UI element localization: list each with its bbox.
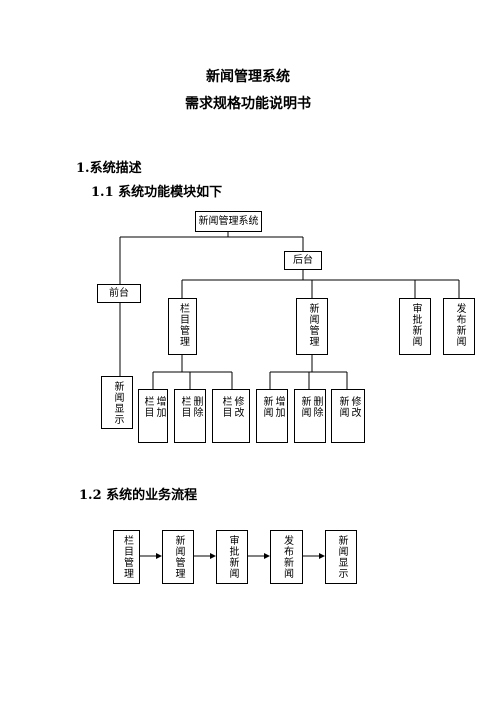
tree-del-column-line1: 删除 — [191, 396, 202, 418]
tree-add-column-line2: 栏目 — [142, 396, 153, 418]
tree-mod-column-box: 修改 栏目 — [212, 389, 250, 443]
tree-add-column-line1: 增加 — [154, 396, 165, 418]
flow-step-publish-news: 发布新闻 — [270, 530, 303, 584]
tree-mod-column-line2: 栏目 — [220, 396, 231, 418]
section-heading-1-1: 1.1 系统功能模块如下 — [91, 185, 223, 200]
tree-add-column-box: 增加 栏目 — [138, 389, 168, 443]
tree-review-news-box: 审批新闻 — [399, 298, 431, 355]
tree-del-column-box: 删除 栏目 — [174, 389, 206, 443]
doc-title: 新闻管理系统 — [206, 69, 290, 85]
tree-del-news-line1: 删除 — [311, 396, 322, 418]
flow-step-column-mgmt: 栏目管理 — [113, 530, 140, 584]
tree-del-column-line2: 栏目 — [179, 396, 190, 418]
tree-add-news-line1: 增加 — [273, 396, 284, 418]
flow-step-news-mgmt: 新闻管理 — [162, 530, 194, 584]
tree-mod-column-line1: 修改 — [232, 396, 243, 418]
tree-mod-news-box: 修改 新闻 — [331, 389, 365, 443]
section-heading-1: 1.系统描述 — [76, 161, 142, 176]
tree-del-news-box: 删除 新闻 — [294, 389, 326, 443]
tree-backend-box: 后台 — [284, 251, 322, 270]
tree-frontend-box: 前台 — [97, 284, 141, 303]
tree-add-news-line2: 新闻 — [261, 396, 272, 418]
tree-mod-news-line2: 新闻 — [337, 396, 348, 418]
flow-step-news-display: 新闻显示 — [325, 530, 357, 584]
tree-mod-news-line1: 修改 — [349, 396, 360, 418]
tree-root-box: 新闻管理系统 — [195, 211, 262, 232]
tree-add-news-box: 增加 新闻 — [256, 389, 288, 443]
tree-news-display-box: 新闻显示 — [101, 376, 133, 429]
tree-news-mgmt-box: 新闻管理 — [296, 298, 328, 355]
doc-subtitle: 需求规格功能说明书 — [185, 96, 311, 112]
section-heading-1-2: 1.2 系统的业务流程 — [79, 488, 198, 503]
tree-column-mgmt-box: 栏目管理 — [168, 298, 197, 355]
flow-step-review-news: 审批新闻 — [216, 530, 248, 584]
tree-del-news-line2: 新闻 — [299, 396, 310, 418]
tree-publish-news-box: 发布新闻 — [443, 298, 475, 355]
